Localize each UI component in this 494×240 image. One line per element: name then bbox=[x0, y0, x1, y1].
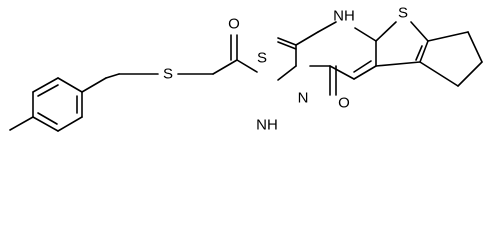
atom-o-amide: O bbox=[228, 16, 240, 33]
atom-nh-amide: NH bbox=[256, 117, 278, 134]
chemical-structure: S O NH N O S NH S bbox=[9, 5, 483, 134]
atom-s-thione: S bbox=[257, 50, 267, 67]
atom-labels: S O NH N O S NH S bbox=[163, 5, 408, 134]
tolyl-group bbox=[9, 77, 107, 132]
atom-n-ring: N bbox=[298, 90, 309, 107]
atom-o-ring: O bbox=[338, 95, 350, 112]
atom-nh-ring: NH bbox=[333, 8, 355, 25]
atom-s-ring: S bbox=[398, 5, 408, 22]
atom-s-thioether: S bbox=[163, 66, 173, 83]
fused-ring-core bbox=[277, 21, 483, 96]
thioether-linker bbox=[105, 34, 297, 81]
